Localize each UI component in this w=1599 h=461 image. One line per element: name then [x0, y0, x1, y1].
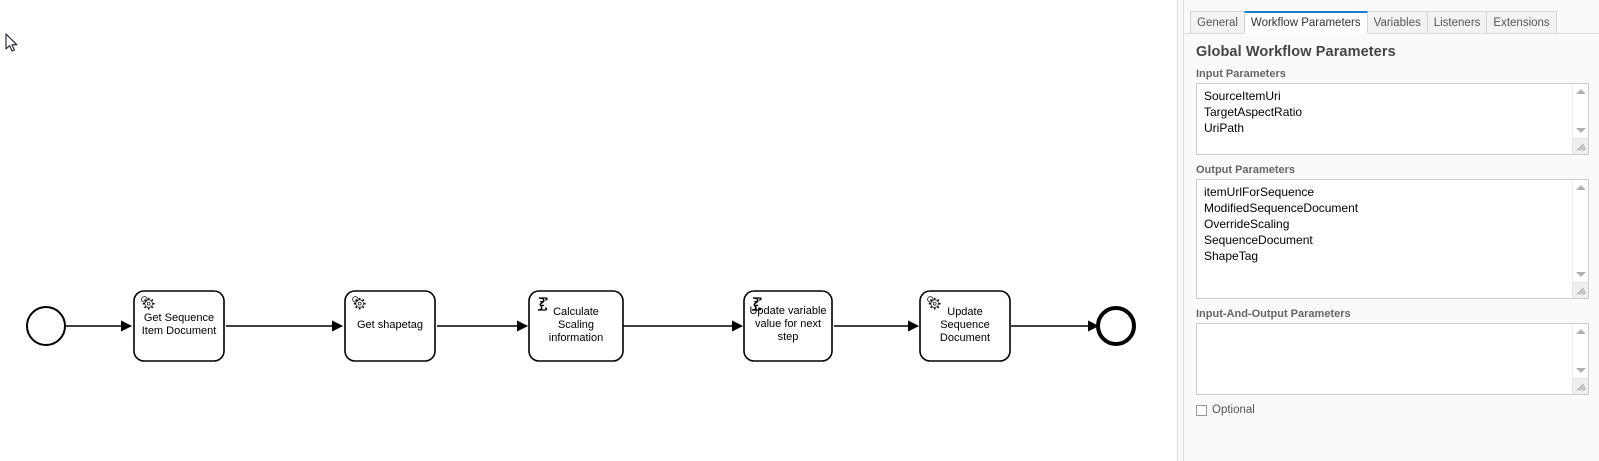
input-parameters-scrollbar[interactable] [1572, 84, 1588, 154]
list-item[interactable]: SequenceDocument [1204, 233, 1313, 247]
output-parameters-label: Output Parameters [1196, 164, 1296, 176]
scroll-up-arrow-icon[interactable] [1576, 185, 1586, 190]
input-and-output-parameters-label: Input-And-Output Parameters [1196, 308, 1351, 320]
list-item[interactable]: OverrideScaling [1204, 217, 1290, 231]
optional-checkbox-row[interactable]: Optional [1196, 404, 1589, 416]
list-item[interactable]: ModifiedSequenceDocument [1204, 201, 1359, 215]
input-and-output-parameters-scrollbar[interactable] [1572, 324, 1588, 394]
scroll-down-arrow-icon[interactable] [1576, 272, 1586, 277]
list-item[interactable]: itemUrlForSequence [1204, 185, 1315, 199]
workflow-parameters-form: Global Workflow Parameters Input Paramet… [1184, 34, 1599, 461]
list-item[interactable]: SourceItemUri [1204, 89, 1281, 103]
scroll-up-arrow-icon[interactable] [1576, 329, 1586, 334]
list-item[interactable]: UriPath [1204, 121, 1245, 135]
section-heading: Global Workflow Parameters [1196, 44, 1396, 60]
list-item[interactable]: TargetAspectRatio [1204, 105, 1303, 119]
resize-grip-icon[interactable] [1572, 378, 1588, 394]
resize-grip-icon[interactable] [1572, 282, 1588, 298]
optional-checkbox-label: Optional [1212, 404, 1255, 416]
bpmn-diagram-canvas[interactable]: Get Sequence Item Document Get shapetag … [0, 0, 1177, 461]
scroll-down-arrow-icon[interactable] [1576, 128, 1586, 133]
properties-panel: General Workflow Parameters Variables Li… [1177, 0, 1599, 461]
tab-extensions[interactable]: Extensions [1486, 11, 1557, 33]
tab-general[interactable]: General [1190, 11, 1245, 33]
tab-listeners[interactable]: Listeners [1426, 11, 1488, 33]
properties-tab-strip: General Workflow Parameters Variables Li… [1184, 11, 1599, 34]
properties-panel-inner: General Workflow Parameters Variables Li… [1183, 0, 1599, 461]
scroll-up-arrow-icon[interactable] [1576, 89, 1586, 94]
tab-variables[interactable]: Variables [1366, 11, 1428, 33]
scroll-down-arrow-icon[interactable] [1576, 368, 1586, 373]
tab-workflow-parameters[interactable]: Workflow Parameters [1243, 11, 1368, 33]
input-and-output-parameters-listbox[interactable] [1196, 323, 1589, 395]
resize-grip-icon[interactable] [1572, 138, 1588, 154]
optional-checkbox[interactable] [1196, 404, 1207, 416]
list-item[interactable]: ShapeTag [1204, 249, 1259, 263]
mouse-cursor [5, 33, 18, 52]
input-parameters-label: Input Parameters [1196, 68, 1286, 80]
output-parameters-scrollbar[interactable] [1572, 180, 1588, 298]
